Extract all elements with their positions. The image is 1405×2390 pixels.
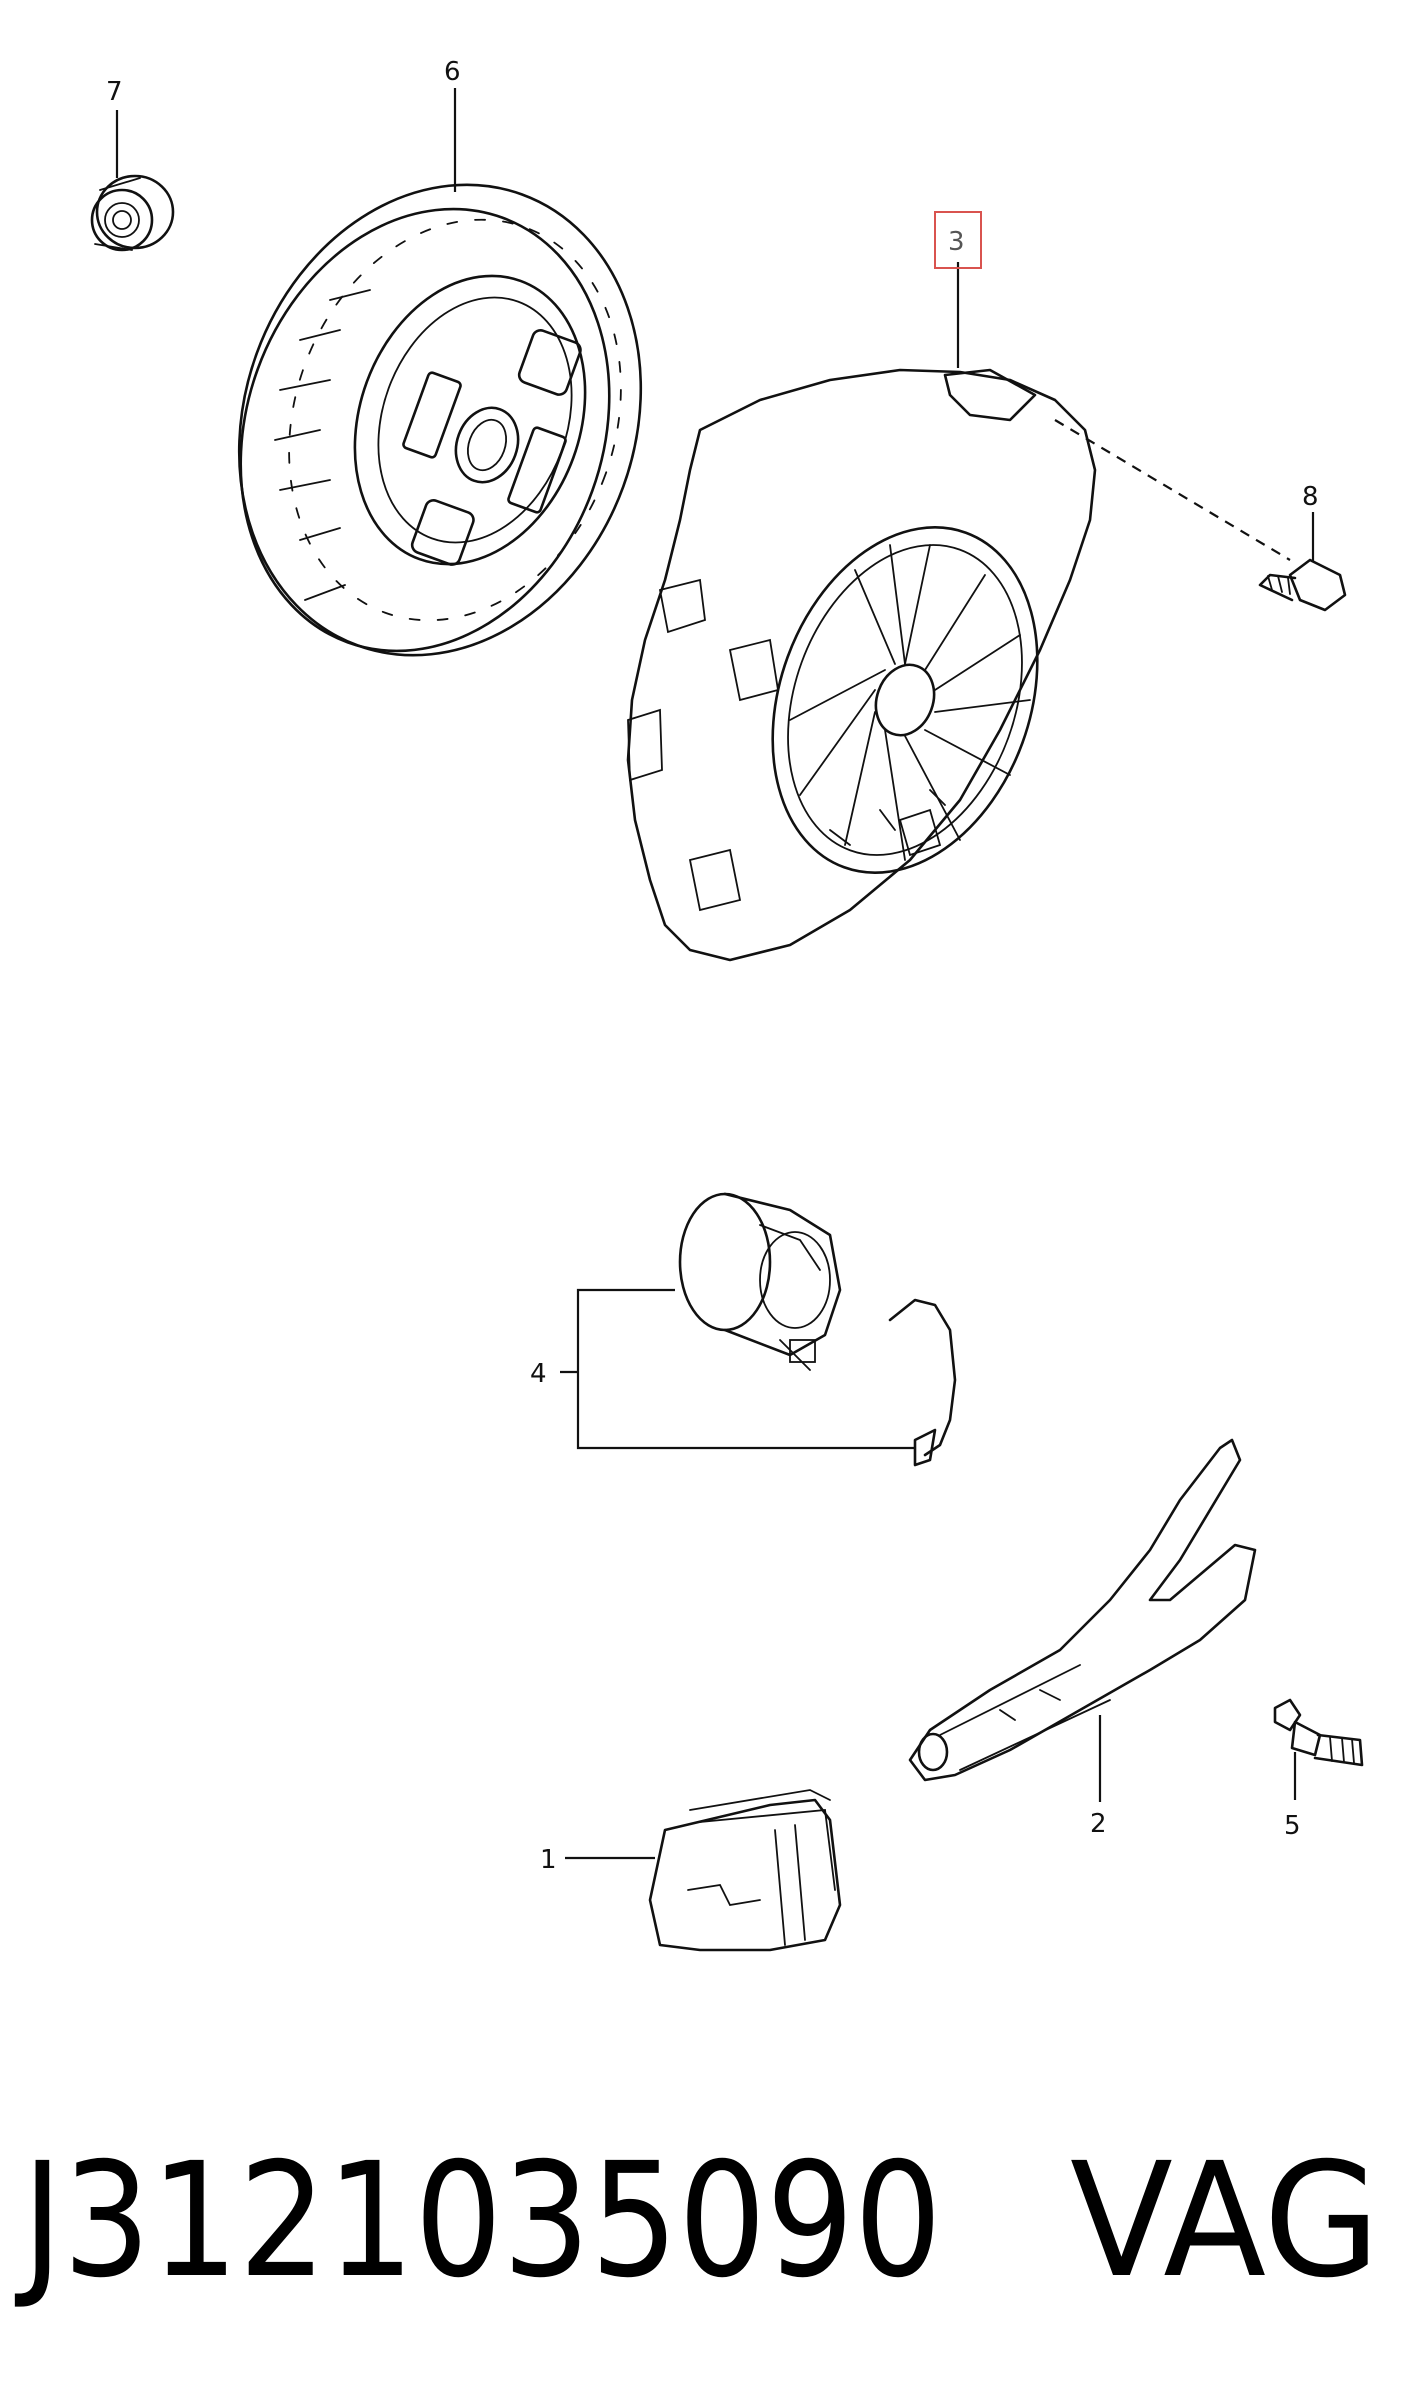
- footer-part-number: J3121035090: [14, 2129, 942, 2313]
- part-7-pilot-bearing[interactable]: [90, 174, 175, 252]
- part-5-pivot-stud[interactable]: [1273, 1698, 1364, 1767]
- bolt-axis-dashed-line: [1054, 419, 1291, 561]
- callout-3[interactable]: 3: [948, 227, 965, 257]
- callout-7[interactable]: 7: [106, 77, 123, 107]
- callout-6[interactable]: 6: [444, 57, 461, 87]
- part-4-retaining-clip[interactable]: [888, 1298, 957, 1467]
- part-2-release-fork[interactable]: [908, 1438, 1257, 1782]
- footer-brand: VAG: [1070, 2129, 1380, 2313]
- callout-5[interactable]: 5: [1284, 1811, 1301, 1841]
- part-8-bolt[interactable]: [1258, 558, 1347, 612]
- callout-1[interactable]: 1: [540, 1845, 557, 1875]
- part-6-clutch-disc[interactable]: [175, 128, 706, 712]
- part-1-rubber-boot[interactable]: [648, 1789, 842, 1952]
- callout-3-highlight-box: [934, 211, 982, 269]
- callout-4[interactable]: 4: [530, 1359, 547, 1389]
- part-4-release-bearing[interactable]: [678, 1192, 842, 1371]
- callout-2[interactable]: 2: [1090, 1809, 1107, 1839]
- part-3-pressure-plate[interactable]: [626, 368, 1097, 962]
- callout-8[interactable]: 8: [1302, 482, 1319, 512]
- leader-4-bracket: [560, 1288, 915, 1450]
